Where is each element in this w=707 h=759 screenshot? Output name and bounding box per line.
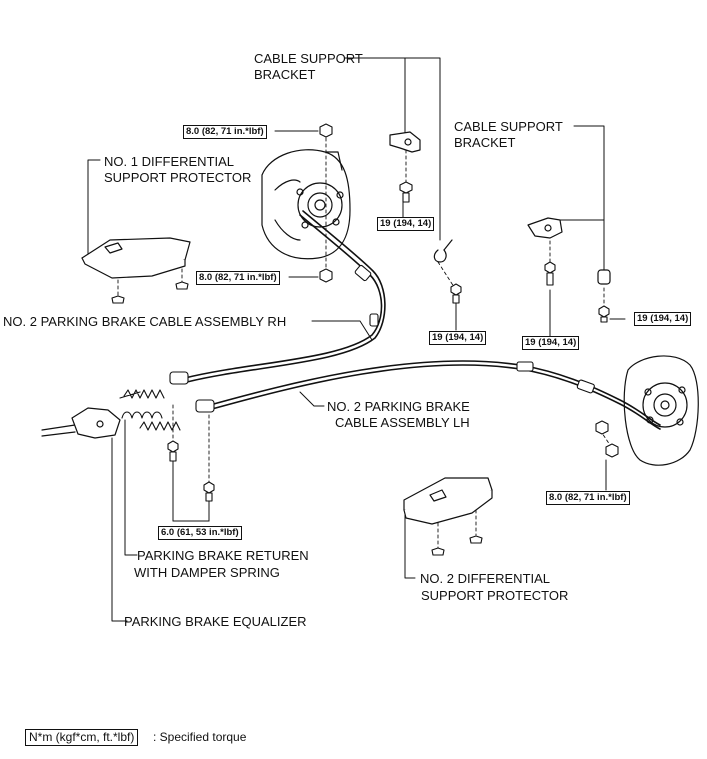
label-return-spring-1: PARKING BRAKE RETUREN [137,548,309,563]
label-cable-support-bracket-right-2: BRACKET [454,135,516,150]
label-cable-support-bracket-right-1: CABLE SUPPORT [454,119,563,134]
label-cable-support-bracket-top-2: BRACKET [254,67,316,82]
label-no2-cable-lh-1: NO. 2 PARKING BRAKE [327,399,470,414]
bolts [167,181,610,502]
nuts [319,123,619,458]
torque-box: 8.0 (82, 71 in.*lbf) [196,271,280,285]
torque-box: 19 (194, 14) [429,331,487,345]
leader-lines [87,57,626,622]
no1-diff-clips [111,281,189,304]
support-bracket-top [389,131,421,153]
label-return-spring-2: WITH DAMPER SPRING [134,565,280,580]
torque-box: 6.0 (61, 53 in.*lbf) [158,526,242,540]
torque-box: 19 (194, 14) [634,312,692,326]
label-equalizer: PARKING BRAKE EQUALIZER [124,614,307,629]
torque-box: 19 (194, 14) [522,336,580,350]
torque-box: 8.0 (82, 71 in.*lbf) [183,125,267,139]
label-no2-diff-protector-2: SUPPORT PROTECTOR [421,588,569,603]
label-no1-diff-protector-1: NO. 1 DIFFERENTIAL [104,154,235,169]
label-no2-cable-rh: NO. 2 PARKING BRAKE CABLE ASSEMBLY RH [3,314,287,329]
support-bracket-right [527,217,563,239]
label-cable-support-bracket-top-1: CABLE SUPPORT [254,51,363,66]
equalizer [41,407,121,439]
no2-diff-protector [403,477,493,525]
torque-box: 8.0 (82, 71 in.*lbf) [546,491,630,505]
brake-knuckle-lh [623,355,699,466]
support-bracket-clip-right [597,269,611,285]
legend-text: : Specified torque [153,730,247,744]
torque-box: 19 (194, 14) [377,217,435,231]
cable-rh [184,210,386,383]
no1-diff-protector [81,237,191,279]
legend-torque-unit: N*m (kgf*cm, ft.*lbf) [25,729,139,746]
cable-lh-end [139,399,215,431]
cable-rh-end [119,371,189,399]
cable-grommets [354,264,595,394]
no2-diff-clips [431,535,483,556]
support-bracket-clip-top [433,239,453,263]
label-no2-cable-lh-2: CABLE ASSEMBLY LH [335,415,470,430]
brake-backing-plate-rh [261,149,351,260]
return-spring [121,411,163,419]
label-no2-diff-protector-1: NO. 2 DIFFERENTIAL [420,571,551,586]
label-no1-diff-protector-2: SUPPORT PROTECTOR [104,170,252,185]
